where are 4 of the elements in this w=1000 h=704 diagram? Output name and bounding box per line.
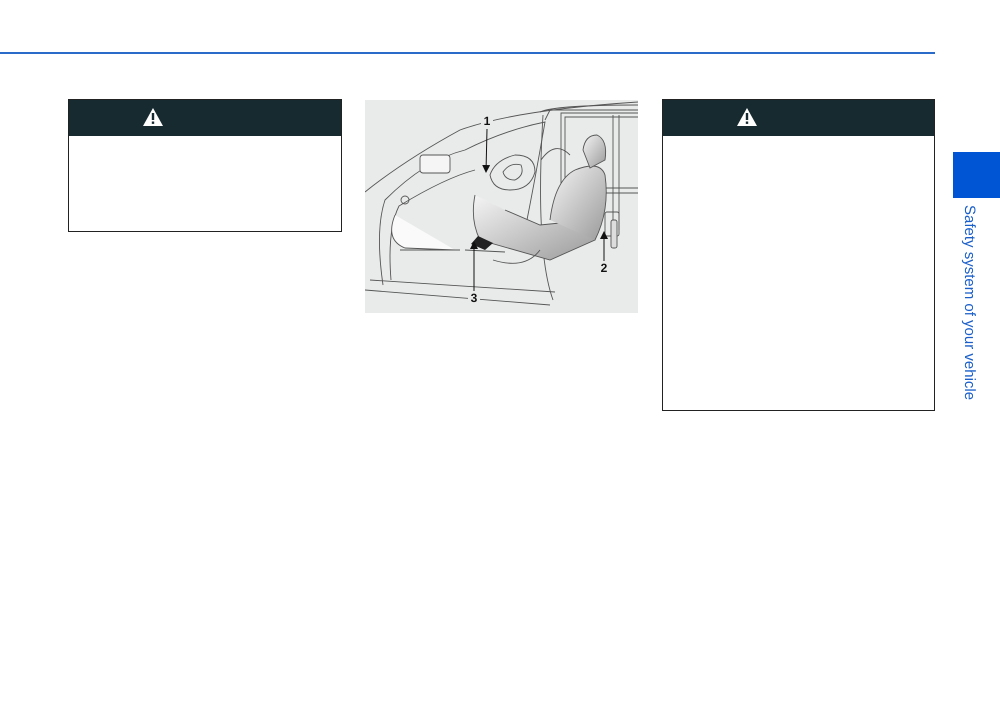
leader-line: [600, 231, 608, 262]
leader-line: [482, 128, 490, 173]
leader-line: [470, 241, 478, 292]
chapter-title: Safety system of your vehicle: [960, 205, 979, 400]
